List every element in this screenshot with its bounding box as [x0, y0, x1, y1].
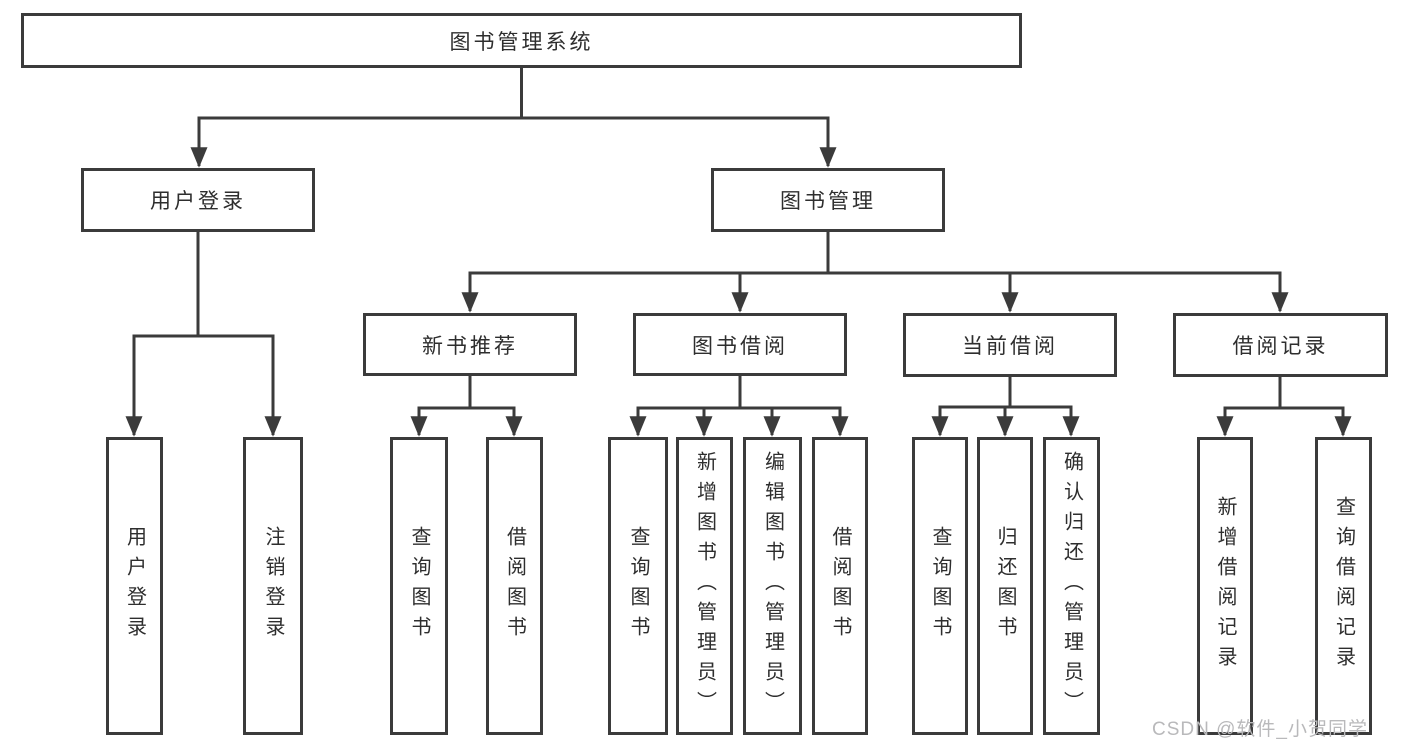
node-current-borrow: 当前借阅: [903, 313, 1117, 377]
node-label: 新增图书（管理员）: [693, 451, 716, 721]
node-label: 查询图书: [929, 526, 951, 646]
node-leaf-logout: 注销登录: [243, 437, 303, 735]
node-leaf-add-book: 新增图书（管理员）: [676, 437, 733, 735]
node-label: 借阅图书: [503, 526, 526, 646]
node-label: 新增借阅记录: [1214, 496, 1236, 676]
node-label: 编辑图书（管理员）: [761, 451, 784, 721]
watermark: CSDN @软件_小贺同学: [1152, 719, 1368, 740]
node-label: 注销登录: [262, 526, 284, 646]
node-book-mgmt: 图书管理: [711, 168, 945, 232]
node-label: 新书推荐: [422, 334, 518, 358]
node-label: 归还图书: [994, 526, 1016, 646]
node-leaf-edit-book: 编辑图书（管理员）: [743, 437, 802, 735]
node-label: 查询图书: [627, 526, 649, 646]
node-label: 当前借阅: [962, 335, 1058, 358]
node-leaf-return-book: 归还图书: [977, 437, 1033, 735]
node-user-login: 用户登录: [81, 168, 315, 232]
node-label: 图书借阅: [692, 334, 788, 358]
node-label: 图书管理: [780, 190, 876, 213]
node-borrow-records: 借阅记录: [1173, 313, 1388, 377]
node-leaf-borrow-book-2: 借阅图书: [812, 437, 868, 735]
node-label: 查询借阅记录: [1332, 496, 1355, 676]
node-leaf-borrow-book-1: 借阅图书: [486, 437, 543, 735]
node-book-borrow: 图书借阅: [633, 313, 847, 376]
node-leaf-query-book-2: 查询图书: [608, 437, 668, 735]
node-leaf-user-login: 用户登录: [106, 437, 163, 735]
node-leaf-add-record: 新增借阅记录: [1197, 437, 1253, 735]
node-label: 借阅图书: [829, 526, 851, 646]
node-leaf-confirm-return: 确认归还（管理员）: [1043, 437, 1100, 735]
node-label: 图书管理系统: [449, 30, 594, 54]
node-label: 用户登录: [123, 526, 146, 646]
node-root: 图书管理系统: [21, 13, 1022, 68]
node-label: 借阅记录: [1232, 335, 1329, 358]
node-leaf-query-book-1: 查询图书: [390, 437, 448, 735]
node-new-book-rec: 新书推荐: [363, 313, 577, 376]
node-label: 查询图书: [408, 526, 430, 646]
node-leaf-query-record: 查询借阅记录: [1315, 437, 1372, 735]
node-label: 用户登录: [150, 190, 246, 213]
node-label: 确认归还（管理员）: [1060, 451, 1083, 721]
node-leaf-query-book-3: 查询图书: [912, 437, 968, 735]
